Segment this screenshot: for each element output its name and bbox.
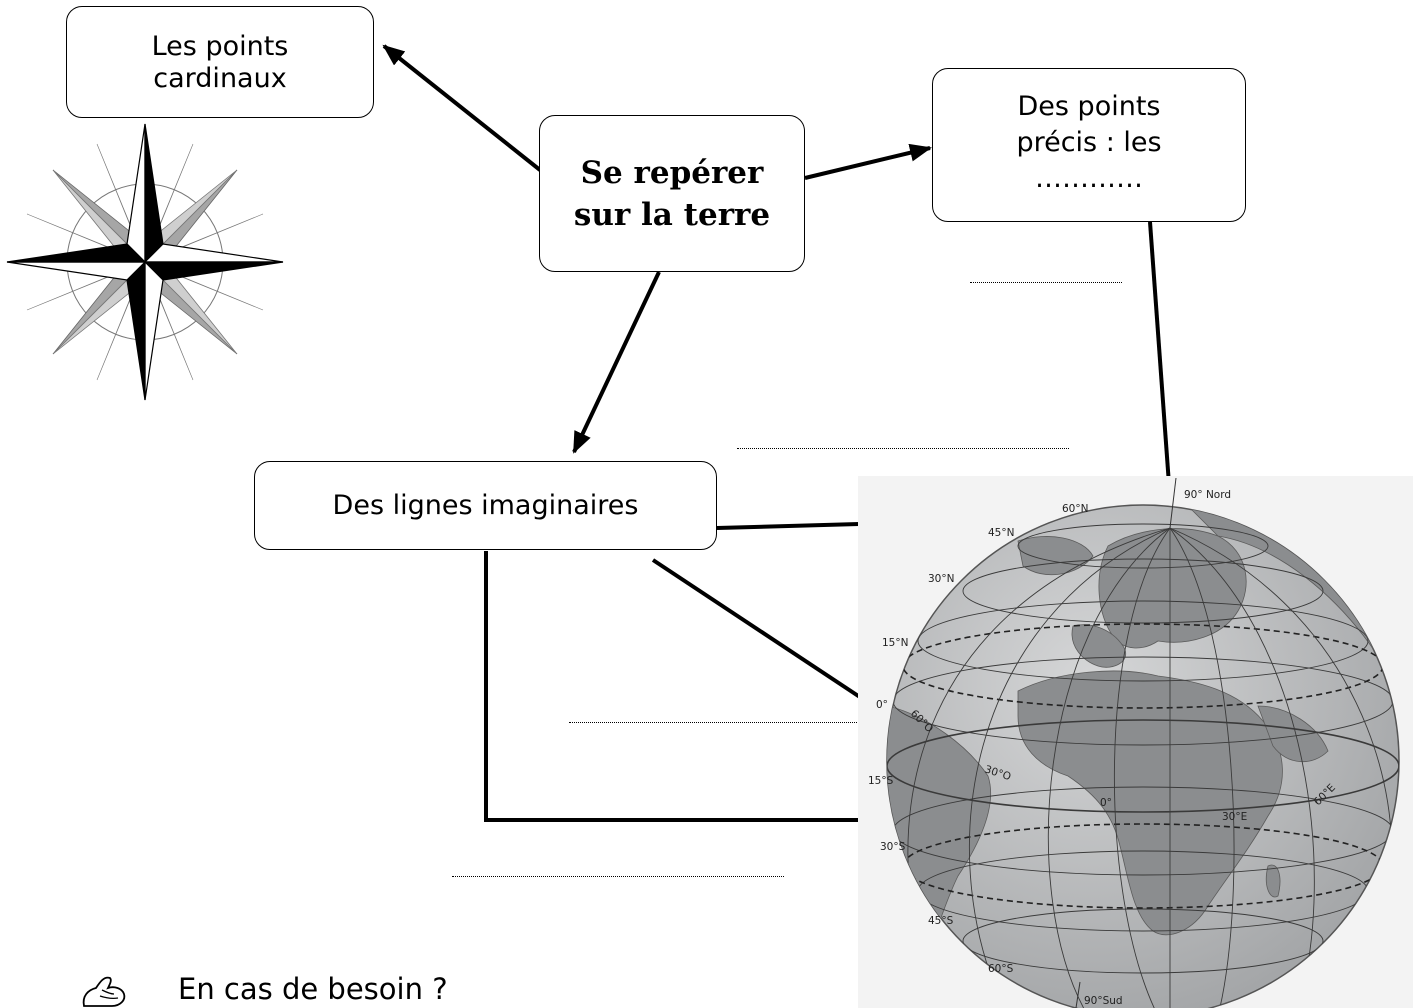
label-45n: 45°N [988,527,1014,539]
fill-in-line-parallels[interactable] [737,448,1069,449]
thinking-hand-icon [82,976,126,1007]
label-90-sud: 90°Sud [1084,995,1123,1007]
label-60s: 60°S [988,963,1014,975]
land-masses [887,505,1399,977]
globe-map: 90° Nord 60°N 45°N 30°N 15°N 0° 15°S 30°… [858,476,1413,1008]
cardinal-points-label: Les points cardinaux [151,31,289,94]
precise-points-label: Des points précis : les ………… [1016,91,1162,194]
label-0-lat: 0° [876,699,888,711]
label-30e: 30°E [1222,811,1247,823]
main-topic-box: Se repérer sur la terre [539,115,805,272]
main-topic-label: Se repérer sur la terre [573,154,771,233]
imaginary-lines-label: Des lignes imaginaires [332,490,639,521]
arrow-to-points [804,143,932,180]
arrow-to-cardinal [382,44,542,172]
fill-in-line-poles[interactable] [970,282,1122,283]
cardinal-points-box: Les points cardinaux [66,6,374,118]
imaginary-lines-box: Des lignes imaginaires [254,461,717,550]
label-15n: 15°N [882,637,908,649]
label-15s: 15°S [868,775,894,787]
label-0-lon: 0° [1100,797,1112,809]
arrow-points-to-pole [1148,221,1179,514]
label-30s: 30°S [880,841,906,853]
precise-points-box: Des points précis : les ………… [932,68,1246,222]
label-60n: 60°N [1062,503,1088,515]
fill-in-line-equator[interactable] [569,722,861,723]
arrow-to-meridian [484,551,884,829]
label-30n: 30°N [928,573,954,585]
compass-rose-icon [6,123,284,401]
label-90-nord: 90° Nord [1184,489,1231,501]
arrow-to-equator [651,558,886,715]
arrow-to-lines [572,271,661,454]
label-45s: 45°S [928,915,954,927]
fill-in-line-meridian[interactable] [452,876,784,877]
footer-hint: En cas de besoin ? [178,972,448,1006]
